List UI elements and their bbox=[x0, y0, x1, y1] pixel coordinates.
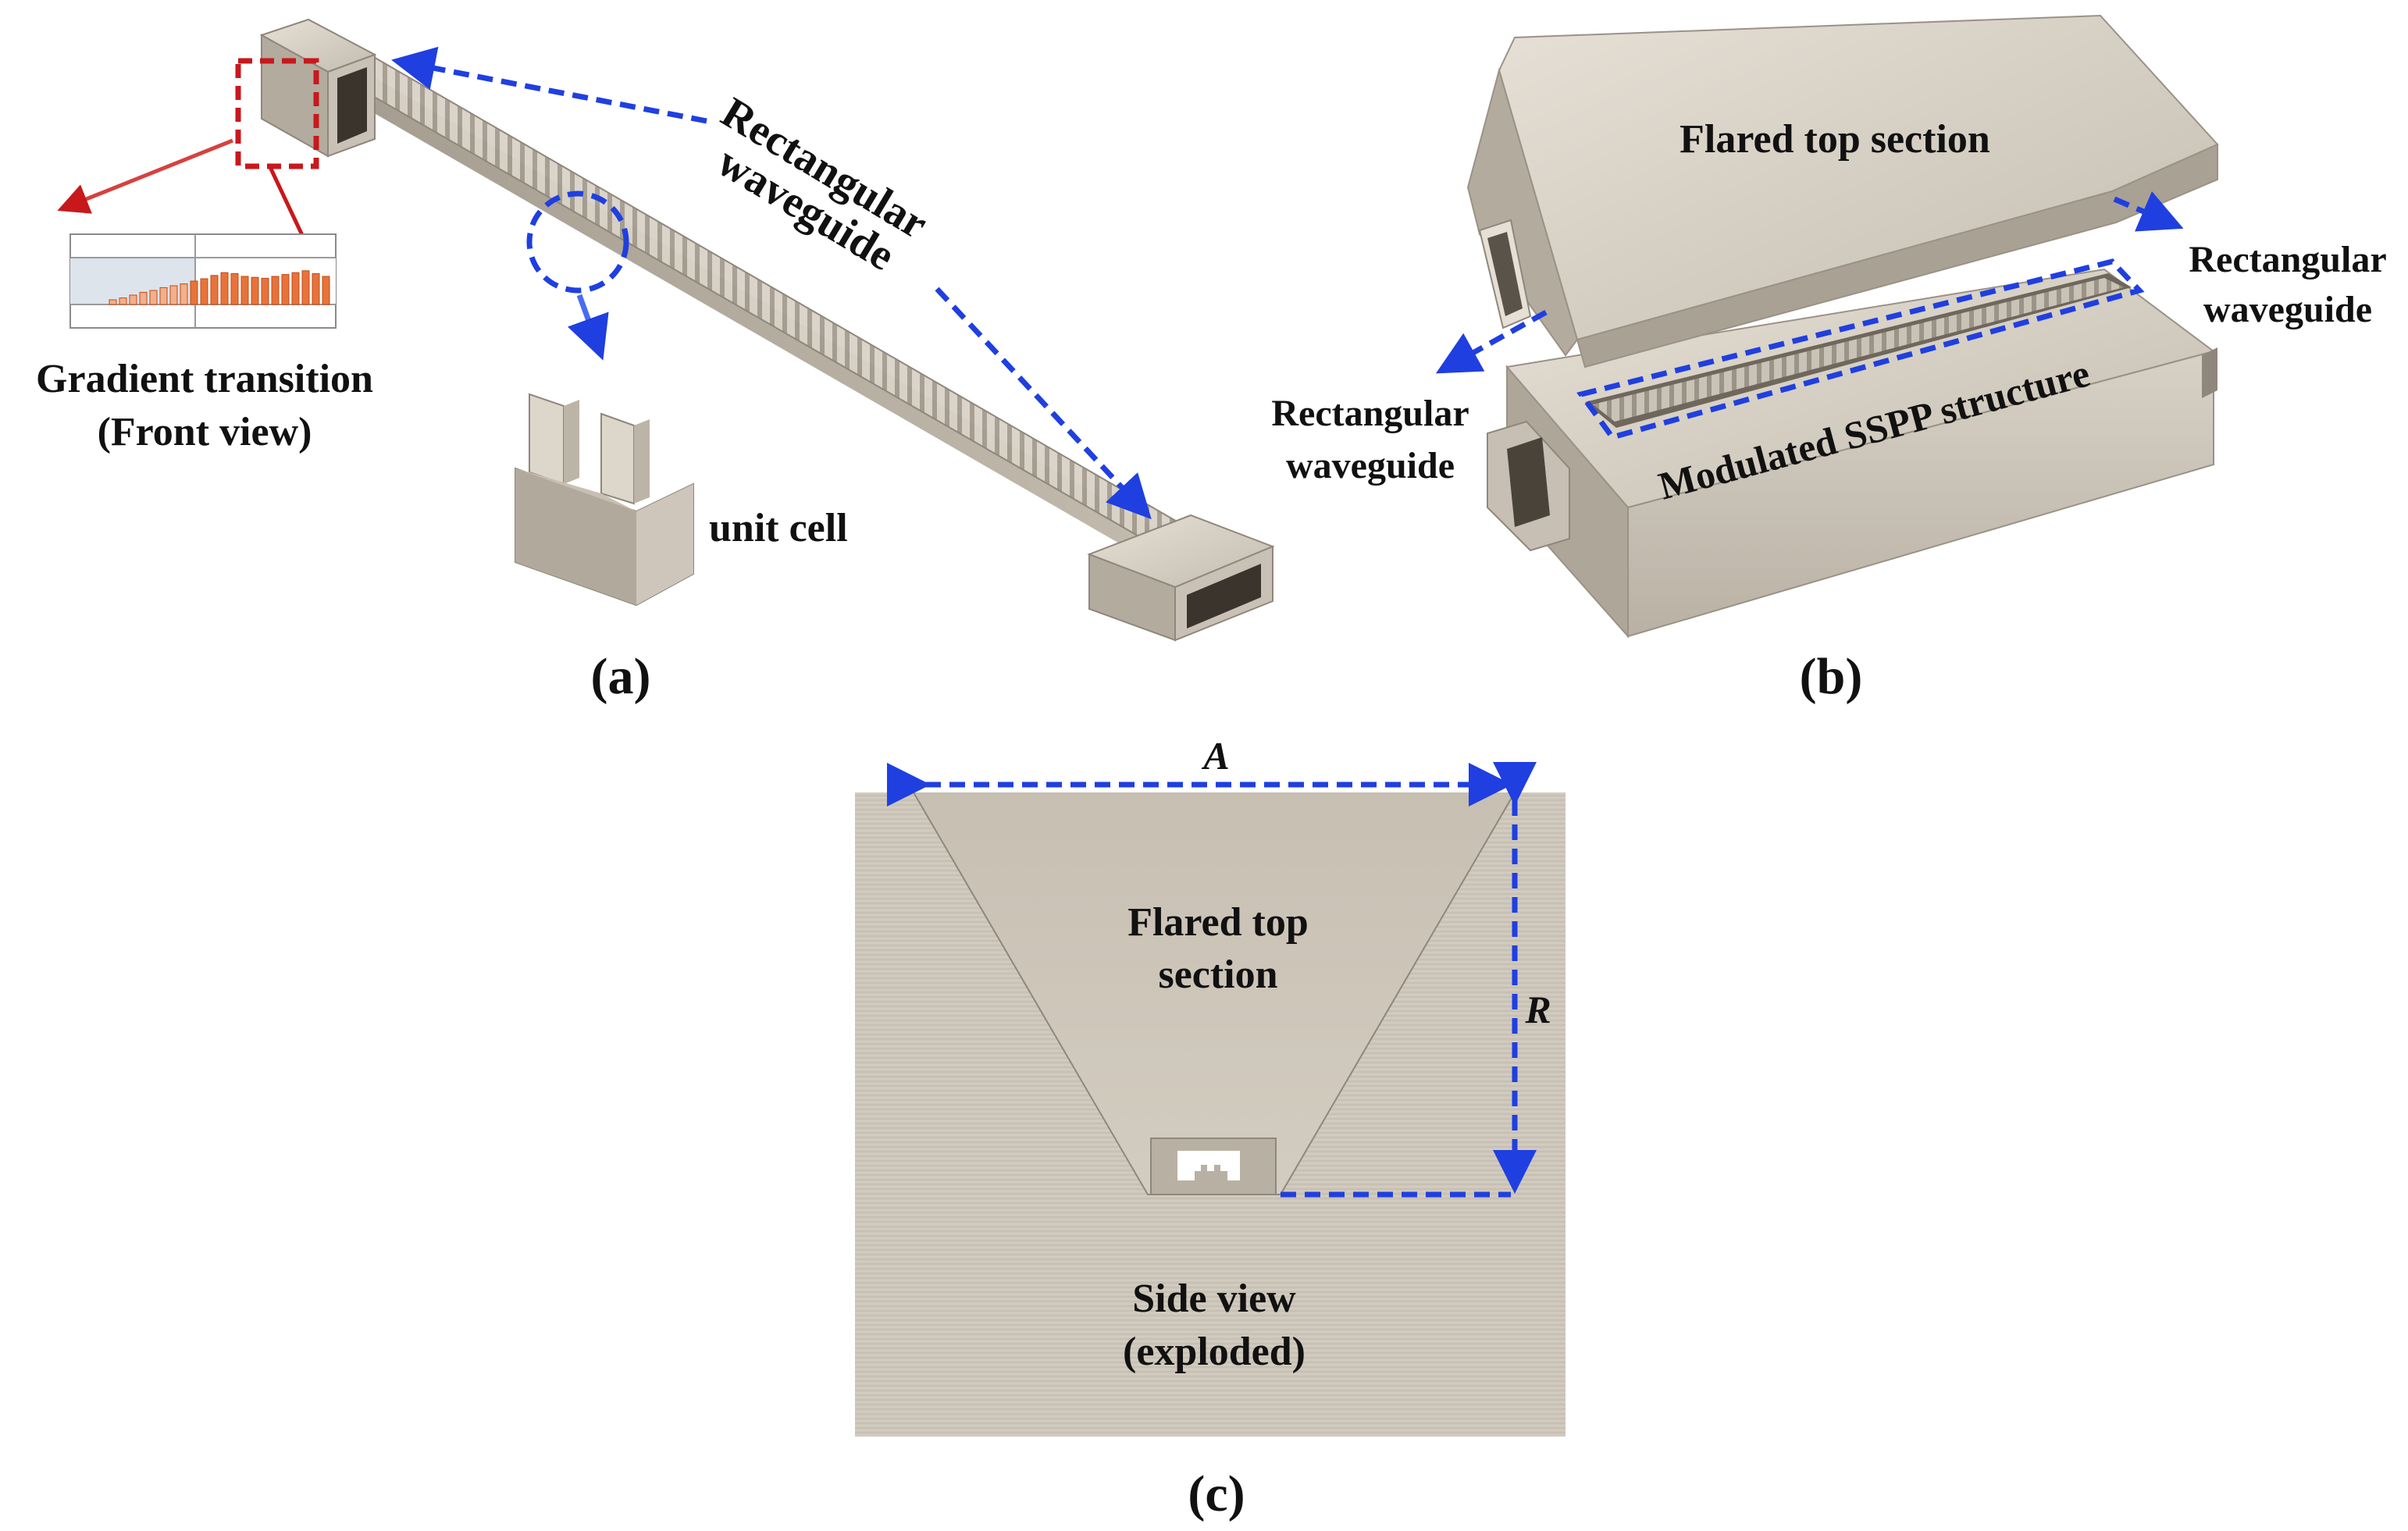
output-waveguide-block bbox=[1087, 514, 1275, 642]
gradient-bar bbox=[200, 278, 208, 305]
gradient-bar bbox=[210, 275, 219, 305]
gradient-label-line1: Gradient transition bbox=[36, 357, 373, 401]
gradient-bar bbox=[251, 276, 259, 305]
panel-c-label: (c) bbox=[1188, 1465, 1245, 1522]
flared-cavity bbox=[914, 792, 1515, 1195]
gradient-bar bbox=[149, 290, 158, 305]
gradient-bar bbox=[261, 277, 269, 305]
gradient-bar bbox=[271, 276, 280, 305]
flared-top-label-c-line2: section bbox=[1158, 952, 1277, 997]
panel-c: A R Flared top section Side view (explod… bbox=[855, 734, 1566, 1522]
unit-cell-highlight-circle bbox=[526, 190, 629, 294]
gradient-bar bbox=[180, 283, 188, 305]
waveguide-right-line1: Rectangular bbox=[2189, 239, 2386, 280]
gradient-bar bbox=[159, 287, 168, 305]
input-waveguide-block bbox=[259, 18, 377, 158]
dimension-r-label: R bbox=[1524, 988, 1551, 1031]
waveguide-left-line1: Rectangular bbox=[1271, 393, 1469, 434]
gradient-bar bbox=[281, 274, 290, 305]
gradient-bar bbox=[139, 291, 148, 305]
waveguide-arrow-to-output bbox=[935, 287, 1152, 520]
gradient-bar bbox=[230, 272, 239, 305]
gradient-bar bbox=[312, 272, 320, 305]
sspp-selection-box bbox=[1576, 258, 2145, 441]
unit-cell-label: unit cell bbox=[709, 506, 848, 550]
gradient-label-line2: (Front view) bbox=[98, 410, 312, 454]
panel-a: Rectangular waveguide Gradient transitio… bbox=[36, 18, 1275, 705]
waveguide-arrow-left bbox=[1435, 309, 1548, 374]
gradient-bars bbox=[109, 270, 330, 305]
waveguide-right-line2: waveguide bbox=[2203, 289, 2372, 330]
gradient-bar bbox=[301, 270, 310, 305]
gradient-arrow-left bbox=[57, 138, 233, 214]
unit-cell-pointer-arrow bbox=[567, 294, 609, 361]
gradient-bar bbox=[129, 294, 137, 305]
flared-top-label-c-line1: Flared top bbox=[1127, 900, 1309, 945]
dimension-a-label: A bbox=[1201, 734, 1229, 778]
flared-top-block bbox=[1466, 14, 2219, 369]
gradient-bar bbox=[119, 297, 127, 305]
side-view-label-line1: Side view bbox=[1132, 1276, 1296, 1321]
gradient-selection-box bbox=[235, 58, 319, 169]
waveguide-left-line2: waveguide bbox=[1286, 445, 1455, 486]
side-view-label-line2: (exploded) bbox=[1123, 1330, 1306, 1374]
waveguide-arrow-to-input bbox=[391, 46, 707, 124]
panel-b-label: (b) bbox=[1800, 648, 1863, 705]
panel-b: Flared top section Rectangular waveguide… bbox=[1271, 14, 2387, 705]
gradient-bar bbox=[190, 280, 198, 305]
flared-top-label-b: Flared top section bbox=[1680, 117, 1990, 162]
gradient-bar bbox=[169, 285, 178, 305]
gradient-bar bbox=[220, 272, 229, 305]
panel-a-label: (a) bbox=[591, 648, 651, 705]
gradient-bar bbox=[109, 299, 117, 305]
base-block bbox=[1487, 268, 2217, 639]
gradient-bar bbox=[291, 272, 300, 305]
gradient-front-view bbox=[69, 233, 337, 329]
unit-cell-model bbox=[515, 393, 694, 607]
gradient-bar bbox=[322, 276, 330, 305]
sspp-cross-section bbox=[1150, 1138, 1277, 1195]
waveguide-arrow-right bbox=[2113, 191, 2184, 232]
gradient-bar bbox=[240, 276, 249, 305]
